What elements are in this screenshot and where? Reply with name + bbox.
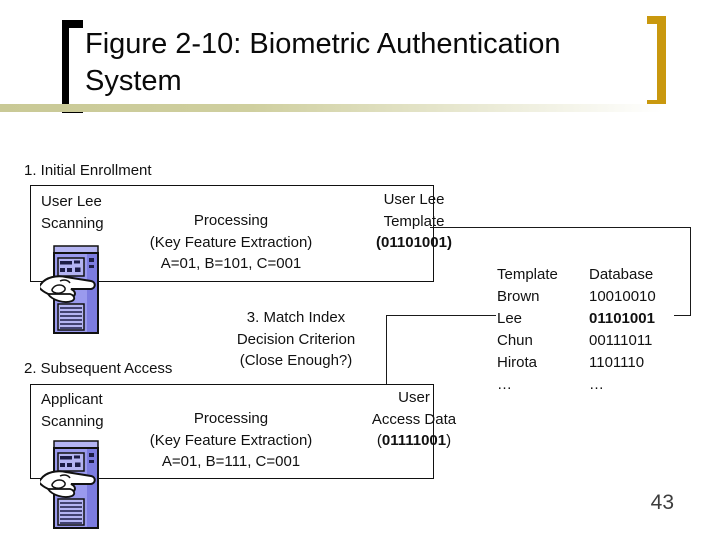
table-row-value: 00111011 [589, 332, 653, 349]
enrollment-template-output: User Lee Template (01101001) [353, 189, 475, 254]
scanner-icon [40, 440, 99, 529]
access-box: Applicant Scanning Processing (Key Featu… [30, 384, 456, 479]
template-database-table: Template Database Brown 10010010 Lee 011… [497, 264, 656, 396]
enrollment-scanner-label: User Lee Scanning [41, 193, 104, 232]
scanner-icon [40, 245, 99, 334]
access-scanner-label: Applicant Scanning [41, 391, 104, 430]
page-number: 43 [650, 491, 674, 514]
table-row-value: 10010010 [589, 288, 656, 305]
table-row-name: Hirota [497, 354, 538, 371]
title-divider-rule [0, 104, 720, 112]
output-line: Template [383, 212, 445, 230]
table-col2-header: Database [589, 266, 654, 283]
table-row-name: Chun [497, 332, 533, 349]
access-bit-string: (01111001) [376, 432, 452, 449]
title-bracket-right-decoration [647, 16, 666, 108]
table-row-value: … [589, 376, 604, 393]
table-row-name: Lee [497, 310, 523, 327]
step2-label: 2. Subsequent Access [24, 360, 173, 377]
connector-lee-to-match-horizontal [386, 315, 496, 316]
processing-line: (Key Feature Extraction) [149, 233, 313, 251]
table-col1-header: Template [497, 266, 558, 283]
processing-line: A=01, B=111, C=001 [161, 453, 301, 470]
step3-match-index-label: 3. Match Index Decision Criterion (Close… [236, 309, 356, 369]
table-row-value: 1101110 [589, 354, 645, 371]
page-title: Figure 2-10: Biometric Authentication Sy… [85, 28, 561, 97]
title-bracket-left-decoration [62, 20, 83, 113]
output-line: User [398, 389, 430, 406]
access-processing-label: Processing (Key Feature Extraction) A=01… [109, 408, 353, 473]
table-row-name: Brown [497, 288, 540, 305]
table-row-value-matched: 01101001 [589, 310, 655, 327]
processing-line: Processing [193, 410, 269, 427]
connector-template-to-database-vertical [690, 227, 691, 316]
connector-template-to-database-horizontal [430, 227, 691, 228]
connector-lee-to-match-vertical [386, 315, 387, 384]
step1-label: 1. Initial Enrollment [24, 162, 152, 179]
processing-line: Processing [193, 212, 269, 229]
processing-line: A=01, B=101, C=001 [160, 255, 302, 272]
table-row-name: … [497, 376, 512, 393]
enrollment-processing-label: Processing (Key Feature Extraction) A=01… [109, 210, 353, 275]
enrollment-box: User Lee Scanning Processing (Key Featur… [30, 185, 452, 282]
template-bit-string: (01101001) [376, 234, 452, 251]
connector-template-to-database-tick [674, 315, 691, 316]
processing-line: (Key Feature Extraction) [149, 431, 313, 449]
access-data-output: User Access Data (01111001) [353, 387, 475, 452]
output-line: User Lee [383, 191, 445, 208]
output-line: Access Data [371, 410, 457, 428]
